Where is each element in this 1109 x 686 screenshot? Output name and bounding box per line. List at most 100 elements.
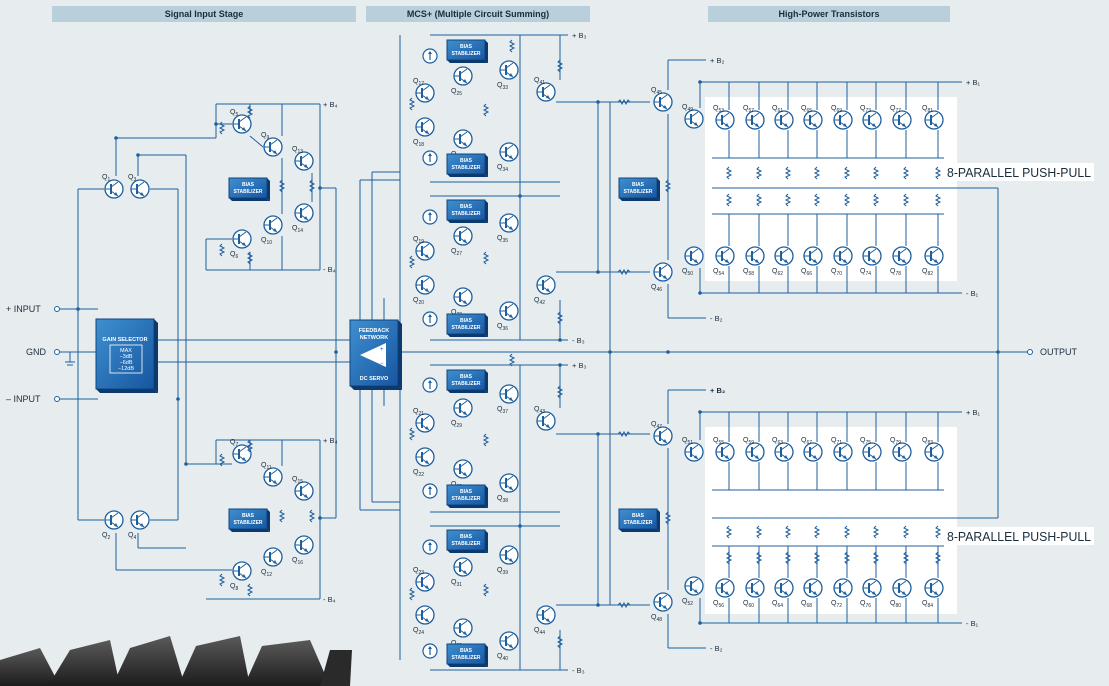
rail-label: + B₂	[710, 386, 725, 395]
transistor-q35: Q35	[497, 213, 519, 244]
transistor-label: Q2	[102, 532, 110, 541]
transistor-label: Q81	[922, 105, 933, 114]
transistor-label: Q68	[801, 600, 812, 609]
transistor-label: Q34	[497, 164, 508, 173]
bias-label-line1: BIAS	[460, 158, 473, 164]
resistor	[617, 430, 631, 438]
transistor-q56: Q56	[713, 578, 735, 609]
transistor-label: Q38	[497, 495, 508, 504]
resistor	[664, 511, 672, 525]
current-source	[422, 311, 438, 327]
transistor-label: Q7	[230, 439, 238, 448]
current-source	[422, 643, 438, 659]
transistor-q75: Q75	[860, 437, 882, 462]
transistor-label: Q21	[413, 408, 424, 417]
transistor-q61: Q61	[772, 105, 794, 130]
current-source	[422, 209, 438, 225]
transistor-label: Q16	[292, 557, 303, 566]
junction-dot	[996, 350, 1000, 354]
bias-label-line2: STABILIZER	[233, 520, 262, 526]
svg-text:GND: GND	[26, 347, 47, 357]
transistor-q34: Q34	[497, 142, 519, 173]
resistor	[617, 268, 631, 276]
junction-dot	[136, 153, 140, 157]
resistor	[872, 525, 880, 539]
resistor	[843, 525, 851, 539]
output-array-bg-bottom	[705, 427, 957, 614]
transistor-q50: Q50	[682, 246, 704, 277]
resistor	[843, 166, 851, 180]
transistor-label: Q31	[451, 579, 462, 588]
rail-label: + B₂	[710, 56, 724, 65]
transistor-q38: Q38	[497, 473, 519, 504]
transistor-q15: Q15	[292, 476, 314, 501]
bias-label-line2: STABILIZER	[451, 165, 480, 171]
transistor-label: Q49	[682, 104, 693, 113]
transistor-label: Q11	[261, 462, 272, 471]
transistor-q53: Q53	[713, 105, 735, 130]
resistor	[508, 39, 516, 53]
transistor-q37: Q37	[497, 384, 519, 415]
resistor	[408, 587, 416, 601]
junction-dot	[318, 186, 322, 190]
transistor-q10: Q10	[261, 215, 283, 246]
resistor	[872, 551, 880, 565]
transistor-q76: Q76	[860, 578, 882, 609]
transistor-q8: Q8	[230, 561, 252, 592]
transistor-q11: Q11	[261, 462, 283, 487]
transistor-q74: Q74	[860, 246, 882, 277]
transistor-label: Q15	[292, 476, 303, 485]
transistor-label: Q77	[890, 105, 901, 114]
resistor	[308, 509, 316, 523]
transistor-label: Q74	[860, 268, 871, 277]
gain-selector-block: GAIN SELECTOR MAX −3dB −6dB −12dB	[95, 318, 158, 393]
resistor	[784, 166, 792, 180]
resistor	[408, 97, 416, 111]
transistor-q20: Q20	[413, 275, 435, 306]
transistor-label: Q76	[860, 600, 871, 609]
resistor	[902, 551, 910, 565]
rail-label: + B₁	[966, 408, 980, 417]
terminal-minus-input: – INPUT	[6, 394, 60, 404]
resistor	[218, 453, 226, 467]
transistor-q67: Q67	[801, 437, 823, 462]
transistor-label: Q69	[831, 105, 842, 114]
resistor	[556, 635, 564, 649]
transistor-label: Q40	[497, 653, 508, 662]
current-source	[422, 48, 438, 64]
resistor	[872, 193, 880, 207]
transistor-label: Q82	[922, 268, 933, 277]
transistor-label: Q48	[651, 614, 662, 623]
bias-label-line1: BIAS	[460, 44, 473, 50]
bias-label-line1: BIAS	[460, 534, 473, 540]
transistor-q51: Q51	[682, 437, 704, 462]
transistor-label: Q45	[651, 87, 662, 96]
section-header-mcs: MCS+ (Multiple Circuit Summing)	[366, 6, 590, 22]
resistor	[784, 525, 792, 539]
svg-text:−3dB: −3dB	[120, 354, 133, 360]
bias-label-line2: STABILIZER	[233, 189, 262, 195]
junction-dot	[518, 194, 522, 198]
transistor-q63: Q63	[772, 437, 794, 462]
resistor	[556, 311, 564, 325]
transistor-q29: Q29	[451, 398, 473, 429]
transistor-q60: Q60	[743, 578, 765, 609]
transistor-label: Q24	[413, 627, 424, 636]
transistor-label: Q10	[261, 237, 272, 246]
bias-label-line2: STABILIZER	[451, 325, 480, 331]
resistor	[508, 353, 516, 367]
bias-label-line2: STABILIZER	[451, 496, 480, 502]
transistor-q25: Q25	[451, 66, 473, 97]
transistor-q58: Q58	[743, 246, 765, 277]
transistor-q81: Q81	[922, 105, 944, 130]
transistor-label: Q72	[831, 600, 842, 609]
resistor	[617, 98, 631, 106]
transistor-label: Q60	[743, 600, 754, 609]
bias-label-line1: BIAS	[460, 374, 473, 380]
transistor-q69: Q69	[831, 105, 853, 130]
transistor-q18: Q18	[413, 117, 435, 148]
transistor-label: Q44	[534, 627, 545, 636]
